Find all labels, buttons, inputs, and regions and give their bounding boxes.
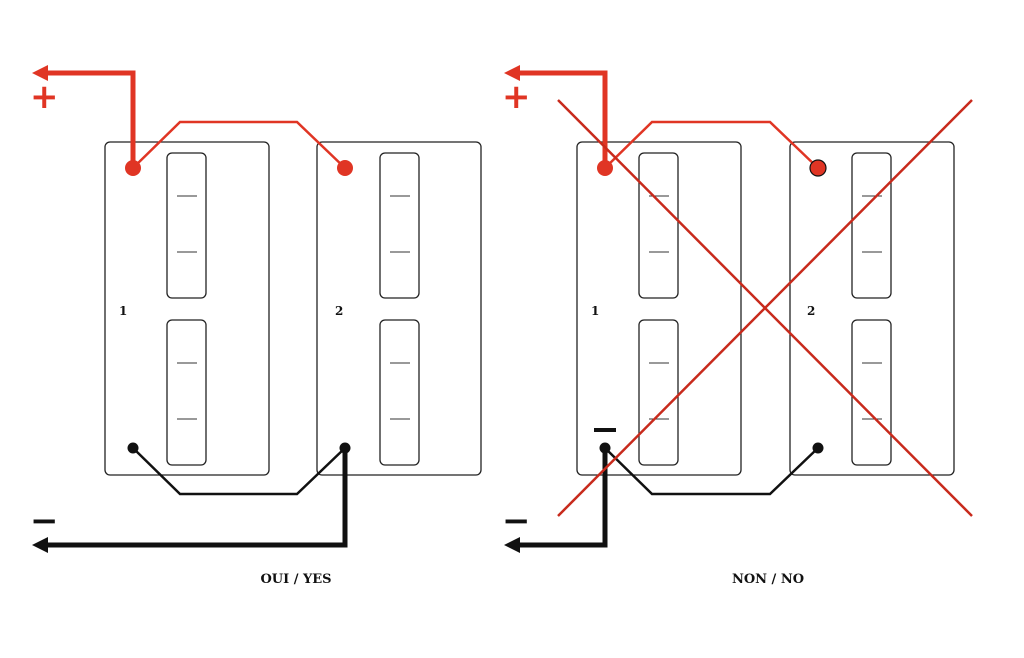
- positive-bridge-wire: [132, 120, 346, 169]
- battery-2: 2: [789, 141, 955, 476]
- battery-1-label: 1: [591, 304, 599, 318]
- battery-1: 1: [576, 141, 742, 476]
- battery-1-label: 1: [119, 304, 127, 318]
- cross-out-mark: [557, 99, 973, 517]
- right-panel: 1 2 + −: [502, 64, 973, 587]
- battery-1-positive-terminal: [597, 160, 613, 176]
- negative-output-lead: [31, 448, 348, 554]
- battery-1: 1: [104, 141, 270, 476]
- left-panel: 1 2 + − OUI / YES: [30, 64, 482, 587]
- battery-1-negative-terminal: [127, 442, 139, 454]
- battery-1-positive-terminal: [125, 160, 141, 176]
- left-caption: OUI / YES: [260, 572, 331, 587]
- battery-2-label: 2: [807, 304, 815, 318]
- positive-output-lead: [503, 64, 608, 168]
- positive-output-lead: [31, 64, 136, 168]
- positive-bridge-wire: [604, 120, 819, 169]
- battery-2-negative-terminal: [812, 442, 824, 454]
- battery-1-negative-terminal: [599, 442, 611, 454]
- negative-sign: −: [502, 501, 531, 541]
- right-caption: NON / NO: [732, 572, 804, 587]
- battery-2-positive-terminal: [809, 159, 827, 177]
- battery-2-label: 2: [335, 304, 343, 318]
- battery-2-negative-terminal: [339, 442, 351, 454]
- negative-output-lead: [503, 448, 608, 554]
- negative-bridge-wire: [132, 447, 346, 496]
- negative-sign: −: [30, 501, 59, 541]
- negative-bridge-wire: [604, 447, 819, 496]
- battery-2: 2: [316, 141, 482, 476]
- positive-sign: +: [502, 77, 531, 117]
- battery-2-positive-terminal: [337, 160, 353, 176]
- positive-sign: +: [30, 77, 59, 117]
